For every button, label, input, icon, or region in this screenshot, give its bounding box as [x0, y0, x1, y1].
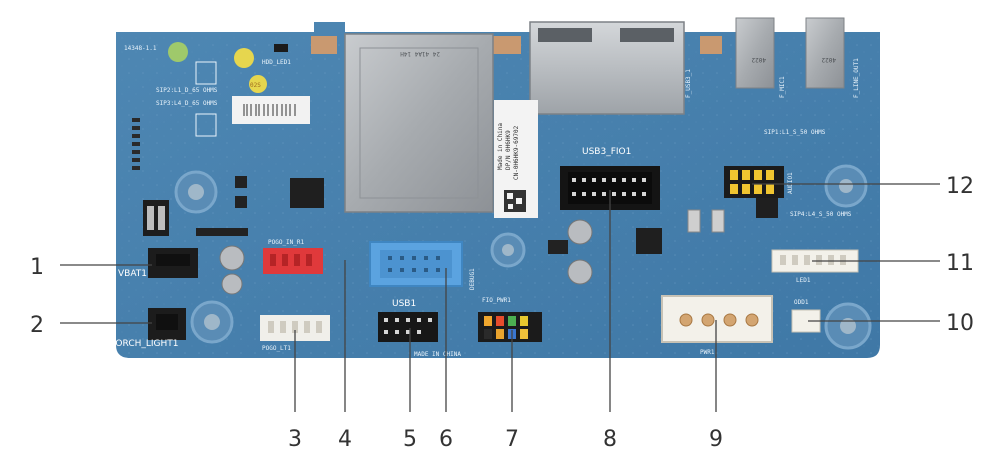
f-line-out-label: F_LINE_OUT1 [853, 58, 860, 98]
made-in-china-label: MADE IN CHINA [414, 351, 461, 358]
barcode-label [232, 96, 310, 124]
porch-light-label: PORCH_LIGHT1 [110, 339, 179, 349]
mic-jack [735, 17, 775, 89]
fio-pwr-label: FIO_PWR1 [482, 297, 511, 304]
line-out-jack [805, 17, 845, 89]
callout-8: 8 [603, 427, 617, 452]
pwr-label: PWR1 [700, 349, 715, 356]
callout-1: 1 [30, 255, 44, 280]
usb1-header [378, 312, 438, 342]
yellow-sticker [249, 75, 267, 93]
led-label: LED1 [796, 277, 811, 284]
callout-7: 7 [505, 427, 519, 452]
yellow-code: 02S [250, 82, 261, 89]
copper-pad [491, 36, 521, 54]
sip-right-2: SIP4:L4_S_50 OHMS [790, 211, 852, 218]
callout-4: 4 [338, 427, 352, 452]
audio-label: AUDIO1 [787, 172, 794, 194]
pogo-in-label: POGO_IN_R1 [268, 239, 305, 246]
yellow-sticker [234, 48, 254, 68]
sd-card-text: 24 41A4 14H [400, 50, 440, 57]
callout-9: 9 [709, 427, 723, 452]
callout-11: 11 [946, 251, 974, 276]
callout-10: 10 [946, 311, 974, 336]
green-sticker [168, 42, 188, 62]
jumper-block [143, 200, 169, 236]
cn-code-label: CN-0H6HK9-69702 [513, 125, 520, 180]
f-usb-label: F_USB3_1 [685, 69, 692, 98]
usb1-label: USB1 [392, 299, 416, 309]
callout-6: 6 [439, 427, 453, 452]
sip-label-2: SIP3:L4_D_65 OHMS [156, 100, 218, 107]
odd-label: ODD1 [794, 299, 809, 306]
made-in-china-card: Made in China [497, 123, 504, 170]
jack-code-mic: 4022 [751, 56, 766, 63]
copper-pad [700, 36, 722, 54]
jack-code-line: 4022 [821, 56, 836, 63]
callout-3: 3 [288, 427, 302, 452]
copper-pad [311, 36, 337, 54]
callout-5: 5 [403, 427, 417, 452]
callout-12: 12 [946, 174, 974, 199]
board-id: 14348-1.1 [124, 45, 157, 52]
pogo-lt-label: POGO_LT1 [262, 345, 291, 352]
sip-label-1: SIP2:L1_D_65 OHMS [156, 87, 218, 94]
callout-2: 2 [30, 313, 44, 338]
sd-card-reader [344, 33, 494, 213]
debug-label: DEBUG1 [469, 268, 476, 290]
sip-right: SIP1:L1_S_50 OHMS [764, 129, 826, 136]
f-mic-label: F_MIC1 [779, 76, 786, 98]
hdd-led-label: HDD_LED1 [262, 59, 291, 66]
usb3-fio-label: USB3_FIO1 [582, 147, 631, 157]
ic-chip [290, 178, 324, 208]
dpn-label: DP/N 0H6HK9 [505, 130, 512, 170]
vbat-label: VBAT1 [118, 269, 147, 279]
